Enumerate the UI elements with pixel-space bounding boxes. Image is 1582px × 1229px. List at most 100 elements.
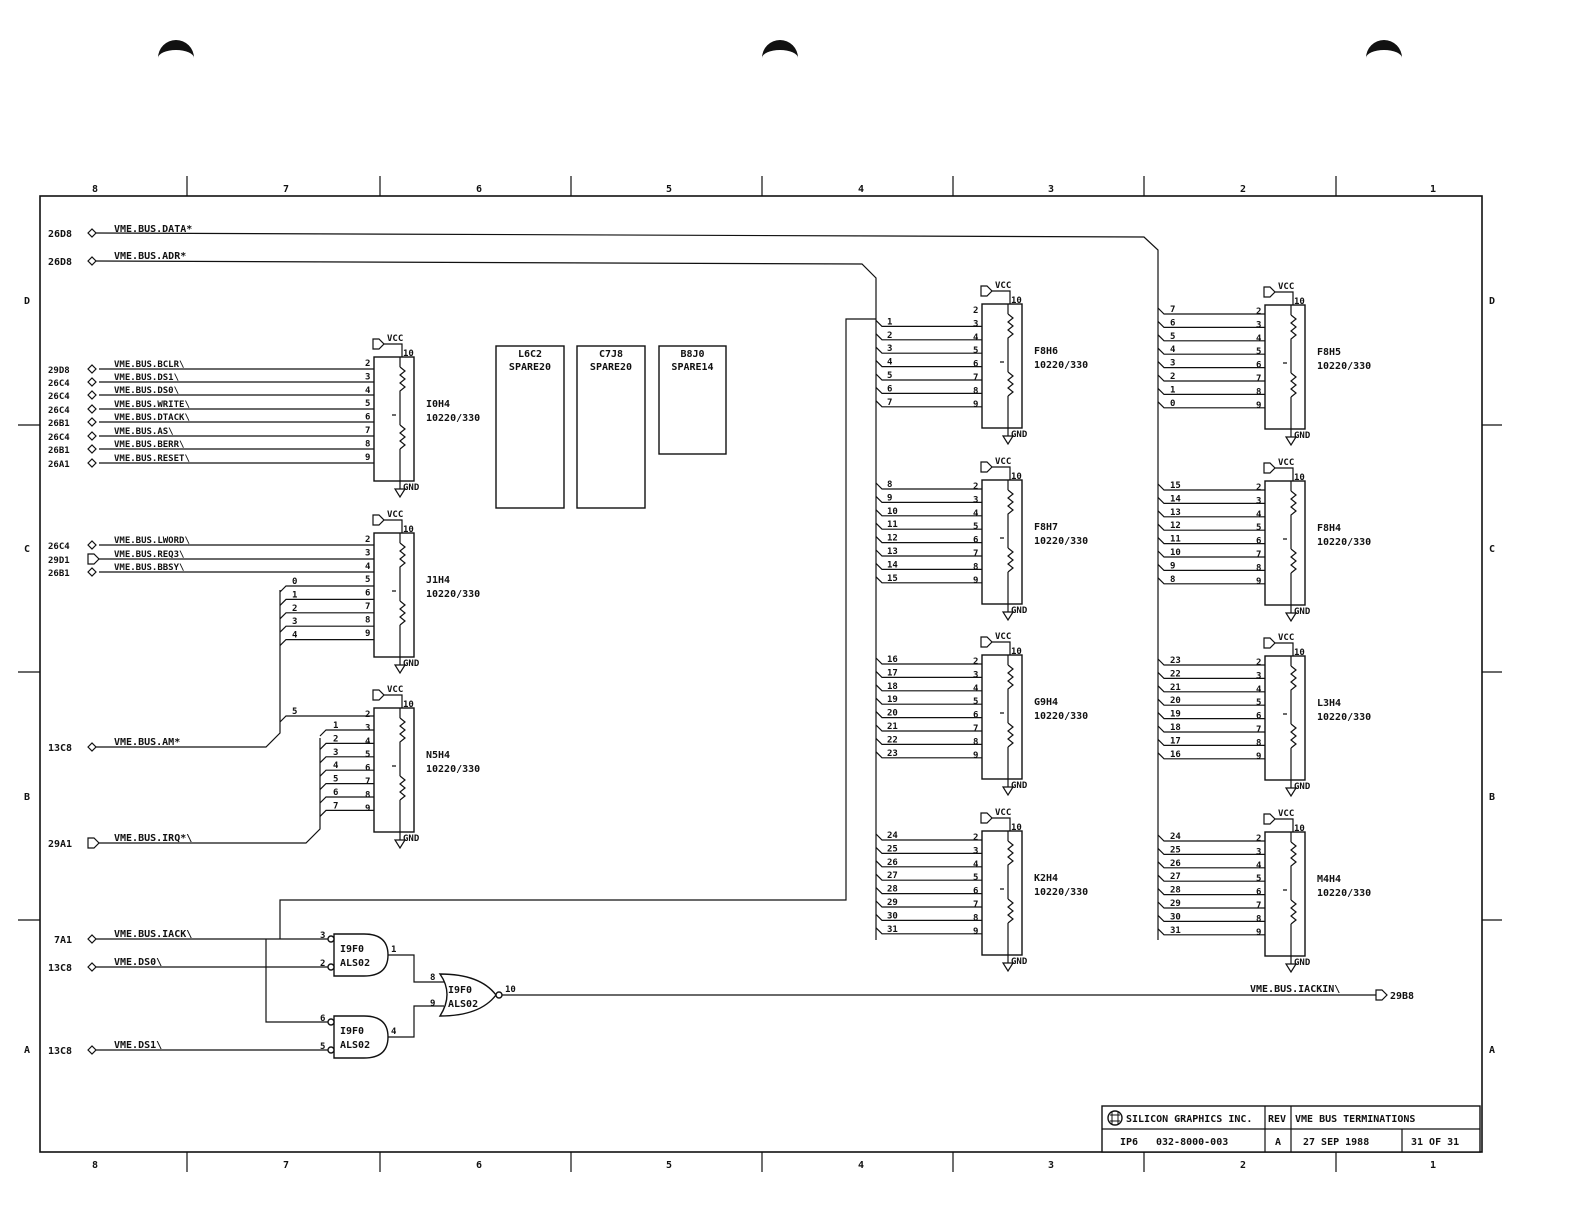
irq-bit-label: 6 — [333, 788, 338, 798]
vcc-wire — [992, 290, 1011, 304]
irq-bit-wire — [319, 756, 374, 764]
pack-pin-number: 8 — [1256, 387, 1261, 397]
gate-3-bubble-out — [495, 991, 503, 999]
adr-bit-label: 14 — [887, 560, 898, 570]
irq-bus-connector — [87, 837, 100, 849]
pack-pin-number: 7 — [973, 900, 978, 910]
adr-bit-label: 27 — [887, 871, 898, 881]
data-bit-wire — [1157, 914, 1265, 923]
zone-col-bottom-4: 4 — [858, 1160, 864, 1171]
vcc-wire — [992, 466, 1011, 480]
pack-pin-number: 9 — [1256, 401, 1261, 411]
data-bit-label: 10 — [1170, 548, 1181, 558]
pack-pin-number: 5 — [1256, 698, 1261, 708]
gate-1-pin-out: 1 — [391, 945, 396, 955]
data-bit-wire — [1157, 496, 1265, 504]
pack-pin-number: 4 — [1256, 685, 1262, 695]
pack-bus — [1000, 361, 1009, 428]
adr-bit-wire — [875, 670, 982, 679]
data-bit-label: 17 — [1170, 736, 1181, 746]
signal-label: VME.BUS.AS\ — [114, 427, 174, 437]
pack-body — [1264, 655, 1306, 781]
vcc-wire — [384, 519, 403, 533]
gate-input-label-ds1: VME.DS1\ — [114, 1040, 162, 1051]
pack-bus — [1000, 712, 1009, 779]
adr-bit-wire — [875, 562, 982, 571]
adr-bit-wire — [875, 522, 982, 530]
pack-pin-number: 7 — [1256, 550, 1261, 560]
data-bit-label: 5 — [1170, 332, 1175, 342]
pack-value: 10220/330 — [1317, 361, 1371, 372]
vcc-label: VCC — [387, 334, 403, 344]
gate-2-pin-out: 4 — [391, 1027, 397, 1037]
data-bit-label: 9 — [1170, 561, 1175, 571]
resistor-icon — [1007, 313, 1014, 346]
data-bit-wire — [1157, 671, 1265, 680]
zone-row-left-C: C — [24, 544, 30, 555]
nor-gate-2 — [333, 1015, 389, 1059]
gate-input-ref-ds0: 13C8 — [48, 963, 72, 974]
gate-1-pin-a: 3 — [320, 931, 325, 941]
am-bit-label: 2 — [292, 604, 297, 614]
am-bus: 13C8 VME.BUS.AM* — [48, 590, 281, 754]
adr-bit-label: 7 — [887, 398, 892, 408]
am-bit-wire — [279, 612, 374, 620]
data-bit-label: 24 — [1170, 832, 1181, 842]
signal-label: VME.BUS.DS0\ — [114, 386, 179, 396]
data-bit-label: 15 — [1170, 481, 1181, 491]
irq-bit-wire — [319, 782, 374, 791]
pack-body — [1264, 304, 1306, 430]
adr-bit-label: 28 — [887, 885, 898, 895]
signal-connector — [87, 417, 97, 427]
signal-label: VME.BUS.LWORD\ — [114, 536, 190, 546]
gnd-icon — [393, 664, 407, 675]
data-bit-wire — [1157, 577, 1265, 585]
am-bus-connector — [87, 742, 97, 752]
pack-bus — [1283, 362, 1292, 429]
pack-pin-number: 2 — [1256, 834, 1261, 844]
signal-label: VME.BUS.RESET\ — [114, 454, 190, 464]
data-bit-wire — [1157, 874, 1265, 882]
am-bit-wire — [279, 598, 374, 606]
data-bit-wire — [1157, 888, 1265, 896]
signal-label: VME.BUS.DTACK\ — [114, 413, 190, 423]
gate-2-bubble-a — [327, 1018, 335, 1026]
pin-10-label: 10 — [1011, 296, 1022, 306]
vcc-icon — [980, 636, 993, 648]
data-bit-label: 30 — [1170, 912, 1181, 922]
zone-col-top-7: 7 — [283, 184, 289, 195]
adr-bit-label: 20 — [887, 709, 898, 719]
irq-bit-wire — [319, 809, 374, 817]
title-block-doc-number: 032-8000-003 — [1156, 1137, 1228, 1148]
pack-pin-number: 4 — [973, 333, 979, 343]
bus-data-connector — [87, 228, 97, 238]
pack-value: 10220/330 — [1034, 711, 1088, 722]
am-bit-label: 5 — [292, 707, 297, 717]
resistor-icon — [399, 600, 406, 626]
data-bit-label: 7 — [1170, 305, 1175, 315]
adr-bit-label: 29 — [887, 898, 898, 908]
pack-pin-number: 2 — [1256, 658, 1261, 668]
zone-col-bottom-2: 2 — [1240, 1160, 1246, 1171]
adr-bit-wire — [875, 576, 982, 584]
pin-10-label: 10 — [1294, 648, 1305, 658]
pack-ref: L3H4 — [1317, 698, 1341, 709]
irq-bus-ref: 29A1 — [48, 839, 72, 850]
resistor-icon — [399, 424, 406, 450]
zone-col-top-8: 8 — [92, 184, 98, 195]
spare-block-l6c2 — [495, 345, 565, 509]
iackin-ref: 29B8 — [1390, 991, 1414, 1002]
wire-iack-loop — [279, 318, 876, 939]
zone-row-left-A: A — [24, 1045, 30, 1056]
zone-row-left-D: D — [24, 296, 30, 307]
data-bit-label: 22 — [1170, 669, 1181, 679]
pack-pin-number: 5 — [973, 697, 978, 707]
pack-pin-number: 9 — [1256, 928, 1261, 938]
pack-pin-number: 3 — [973, 846, 978, 856]
pack-pin-number: 8 — [365, 790, 370, 800]
irq-bus: 29A1 VME.BUS.IRQ*\ — [48, 738, 321, 850]
gate-1-type: ALS02 — [340, 958, 370, 969]
wire-gate-2-out — [388, 1005, 444, 1038]
